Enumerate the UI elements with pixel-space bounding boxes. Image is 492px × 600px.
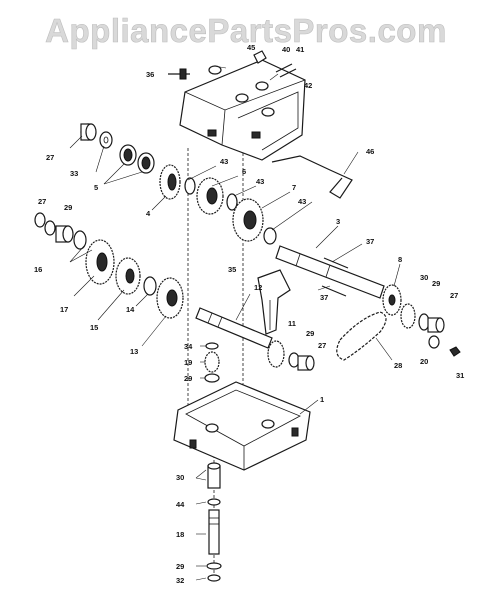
gear-13[interactable] xyxy=(156,277,184,319)
key-37-a[interactable] xyxy=(323,257,349,269)
label-8: 8 xyxy=(398,255,402,264)
label-27-far: 27 xyxy=(450,291,458,300)
label-30-bottom: 30 xyxy=(176,473,184,482)
part-labels: 45 40 41 42 36 46 27 33 5 4 43 6 43 7 43… xyxy=(34,43,464,585)
label-7: 7 xyxy=(292,183,296,192)
label-28: 28 xyxy=(394,361,402,370)
label-16: 16 xyxy=(34,265,42,274)
leader-lines xyxy=(69,65,401,581)
gear-6[interactable] xyxy=(196,177,224,215)
label-46: 46 xyxy=(366,147,374,156)
washer-44[interactable] xyxy=(207,498,221,506)
label-30: 30 xyxy=(420,273,428,282)
label-42: 42 xyxy=(304,81,312,90)
washer-20[interactable] xyxy=(428,335,440,349)
label-29-far: 29 xyxy=(432,279,440,288)
label-12: 12 xyxy=(254,283,262,292)
label-36: 36 xyxy=(146,70,154,79)
washer-27-left[interactable] xyxy=(34,212,46,228)
label-32: 32 xyxy=(176,576,184,585)
label-31: 31 xyxy=(456,371,464,380)
bushing-27-far[interactable] xyxy=(427,317,445,333)
label-34: 34 xyxy=(184,342,193,351)
washer-43-a[interactable] xyxy=(184,177,196,195)
label-40: 40 xyxy=(282,45,290,54)
label-6: 6 xyxy=(242,167,246,176)
label-37-a: 37 xyxy=(366,237,374,246)
cap-45[interactable] xyxy=(253,50,267,64)
gear-7[interactable] xyxy=(232,198,264,242)
label-11: 11 xyxy=(288,319,296,328)
bearing-5[interactable] xyxy=(119,144,155,174)
bushing-27-top[interactable] xyxy=(80,123,97,141)
label-4: 4 xyxy=(146,209,151,218)
bushing-27-right[interactable] xyxy=(297,355,315,371)
gear-4[interactable] xyxy=(159,164,181,200)
bearing-14[interactable] xyxy=(143,276,157,296)
label-5: 5 xyxy=(94,183,98,192)
ring-32[interactable] xyxy=(207,574,221,582)
washer-43-b[interactable] xyxy=(226,193,238,211)
shaft-12[interactable] xyxy=(195,307,273,349)
label-43-c: 43 xyxy=(298,197,306,206)
washer-29-left[interactable] xyxy=(44,220,56,236)
label-45: 45 xyxy=(247,43,255,52)
gear-30[interactable] xyxy=(400,303,416,329)
nut-31[interactable] xyxy=(449,346,461,357)
bushing-16[interactable] xyxy=(55,225,87,250)
washer-29-mid[interactable] xyxy=(204,373,220,383)
washer-43-c[interactable] xyxy=(263,227,277,245)
sprocket-11[interactable] xyxy=(267,340,285,368)
label-13: 13 xyxy=(130,347,138,356)
ring-34[interactable] xyxy=(205,342,219,350)
label-1: 1 xyxy=(320,395,324,404)
gear-19[interactable] xyxy=(204,351,220,373)
label-15: 15 xyxy=(90,323,98,332)
label-41: 41 xyxy=(296,45,304,54)
label-3: 3 xyxy=(336,217,340,226)
bushing-30[interactable] xyxy=(207,462,221,489)
chain-28[interactable] xyxy=(336,311,387,361)
label-27-right: 27 xyxy=(318,341,326,350)
label-44: 44 xyxy=(176,500,185,509)
gear-15[interactable] xyxy=(115,257,141,295)
label-43-b: 43 xyxy=(256,177,264,186)
label-17: 17 xyxy=(60,305,68,314)
label-43-a: 43 xyxy=(220,157,228,166)
label-14: 14 xyxy=(126,305,135,314)
label-33: 33 xyxy=(70,169,78,178)
lower-housing-1[interactable] xyxy=(173,381,311,471)
shift-rod-46[interactable] xyxy=(271,155,353,199)
washer-29-bottom[interactable] xyxy=(206,562,222,570)
label-37-b: 37 xyxy=(320,293,328,302)
label-18: 18 xyxy=(176,530,184,539)
gear-17[interactable] xyxy=(85,239,115,285)
label-19: 19 xyxy=(184,358,192,367)
label-29-bottom: 29 xyxy=(176,562,184,571)
label-29-right: 29 xyxy=(306,329,314,338)
sprocket-8[interactable] xyxy=(382,284,402,316)
label-27-top: 27 xyxy=(46,153,54,162)
washer-33[interactable] xyxy=(99,131,113,149)
shift-fork-35[interactable] xyxy=(257,269,291,335)
watermark-text: AppliancePartsPros.com xyxy=(45,12,447,50)
pin-40-41[interactable] xyxy=(275,63,297,78)
shaft-3[interactable] xyxy=(275,245,385,299)
label-35: 35 xyxy=(228,265,236,274)
label-20: 20 xyxy=(420,357,428,366)
label-27-left: 27 xyxy=(38,197,46,206)
key-37-b[interactable] xyxy=(321,285,347,297)
label-29-left: 29 xyxy=(64,203,72,212)
shaft-18[interactable] xyxy=(208,509,220,555)
label-29-mid: 29 xyxy=(184,374,192,383)
top-cover[interactable] xyxy=(179,59,306,161)
